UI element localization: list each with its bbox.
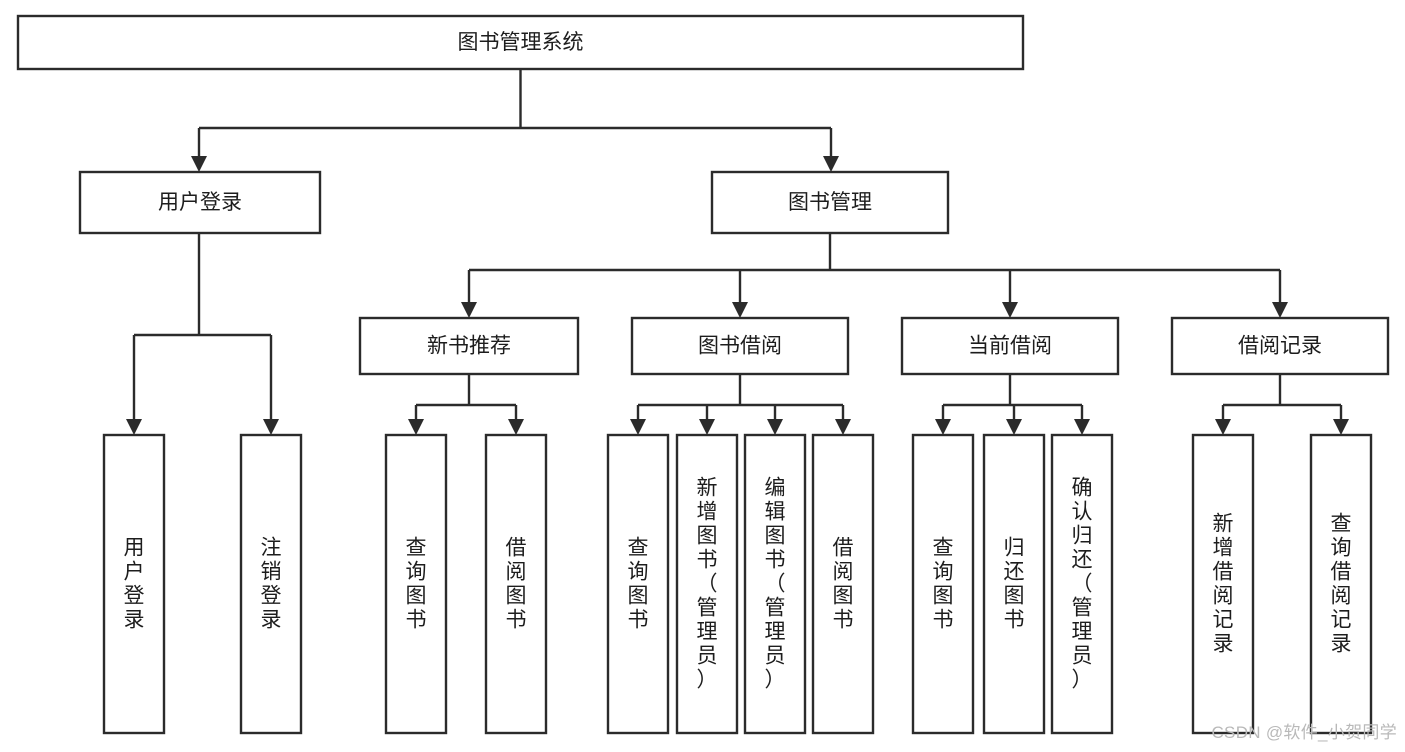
arrow-head-icon — [1006, 419, 1022, 435]
node-label-leaf-borrow-book-recommend: 借阅图书 — [506, 537, 527, 632]
node-box-leaf-borrow-book — [811, 433, 875, 735]
node-leaf-query-book-current[interactable]: 查询图书 — [911, 433, 975, 735]
node-leaf-confirm-return[interactable]: 确认归还（管理员） — [1050, 433, 1114, 735]
node-label-user-login: 用户登录 — [158, 191, 242, 214]
arrow-head-icon — [408, 419, 424, 435]
node-label-leaf-add-book: 新增图书（管理员） — [697, 477, 718, 692]
node-label-leaf-edit-book: 编辑图书（管理员） — [765, 477, 786, 692]
node-box-leaf-return-book — [982, 433, 1046, 735]
node-box-book-borrow — [630, 316, 850, 376]
arrow-head-icon — [935, 419, 951, 435]
node-box-current-borrow — [900, 316, 1120, 376]
arrow-head-icon — [767, 419, 783, 435]
node-box-leaf-query-book-current — [911, 433, 975, 735]
node-box-leaf-query-borrow-record — [1309, 433, 1373, 735]
arrow-head-icon — [461, 302, 477, 318]
node-label-root: 图书管理系统 — [458, 31, 584, 54]
node-box-book-management — [710, 170, 950, 235]
node-box-leaf-borrow-book-recommend — [484, 433, 548, 735]
node-label-leaf-user-login: 用户登录 — [124, 537, 145, 632]
node-box-leaf-confirm-return — [1050, 433, 1114, 735]
arrow-head-icon — [630, 419, 646, 435]
nodes-layer: 图书管理系统用户登录图书管理新书推荐图书借阅当前借阅借阅记录用户登录注销登录查询… — [16, 14, 1390, 735]
node-leaf-return-book[interactable]: 归还图书 — [982, 433, 1046, 735]
node-label-current-borrow: 当前借阅 — [968, 335, 1052, 358]
node-label-leaf-borrow-book: 借阅图书 — [833, 537, 854, 632]
node-label-leaf-logout: 注销登录 — [261, 537, 282, 632]
watermark-label: CSDN @软件_小贺同学 — [1211, 723, 1397, 742]
node-leaf-query-book-recommend[interactable]: 查询图书 — [384, 433, 448, 735]
arrow-head-icon — [126, 419, 142, 435]
arrow-head-icon — [1215, 419, 1231, 435]
node-box-leaf-logout — [239, 433, 303, 735]
node-label-leaf-query-book-recommend: 查询图书 — [406, 537, 427, 632]
node-new-book-recommend[interactable]: 新书推荐 — [358, 316, 580, 376]
arrow-head-icon — [1074, 419, 1090, 435]
node-leaf-add-book[interactable]: 新增图书（管理员） — [675, 433, 739, 735]
node-box-leaf-query-book-borrow — [606, 433, 670, 735]
node-label-book-borrow: 图书借阅 — [698, 335, 782, 358]
arrow-head-icon — [508, 419, 524, 435]
arrow-head-icon — [835, 419, 851, 435]
node-label-leaf-return-book: 归还图书 — [1004, 537, 1025, 632]
node-leaf-borrow-book-recommend[interactable]: 借阅图书 — [484, 433, 548, 735]
node-label-leaf-query-book-current: 查询图书 — [933, 537, 954, 632]
node-box-leaf-user-login — [102, 433, 166, 735]
node-box-leaf-add-book — [675, 433, 739, 735]
arrow-head-icon — [1272, 302, 1288, 318]
node-leaf-borrow-book[interactable]: 借阅图书 — [811, 433, 875, 735]
node-label-leaf-add-borrow-record: 新增借阅记录 — [1213, 513, 1234, 656]
node-user-login[interactable]: 用户登录 — [78, 170, 322, 235]
node-book-borrow[interactable]: 图书借阅 — [630, 316, 850, 376]
node-box-new-book-recommend — [358, 316, 580, 376]
node-leaf-query-borrow-record[interactable]: 查询借阅记录 — [1309, 433, 1373, 735]
node-box-leaf-edit-book — [743, 433, 807, 735]
node-box-leaf-add-borrow-record — [1191, 433, 1255, 735]
arrow-head-icon — [699, 419, 715, 435]
node-leaf-add-borrow-record[interactable]: 新增借阅记录 — [1191, 433, 1255, 735]
node-label-new-book-recommend: 新书推荐 — [427, 335, 511, 358]
node-label-book-management: 图书管理 — [788, 191, 872, 214]
arrow-head-icon — [191, 156, 207, 172]
arrow-head-icon — [1002, 302, 1018, 318]
arrow-head-icon — [732, 302, 748, 318]
connectors-layer — [126, 69, 1349, 435]
node-leaf-query-book-borrow[interactable]: 查询图书 — [606, 433, 670, 735]
node-box-user-login — [78, 170, 322, 235]
node-leaf-logout[interactable]: 注销登录 — [239, 433, 303, 735]
node-label-leaf-query-borrow-record: 查询借阅记录 — [1331, 513, 1352, 656]
node-box-root — [16, 14, 1025, 71]
node-label-borrow-record: 借阅记录 — [1238, 335, 1322, 358]
node-current-borrow[interactable]: 当前借阅 — [900, 316, 1120, 376]
node-leaf-edit-book[interactable]: 编辑图书（管理员） — [743, 433, 807, 735]
node-book-management[interactable]: 图书管理 — [710, 170, 950, 235]
node-label-leaf-confirm-return: 确认归还（管理员） — [1072, 477, 1093, 692]
arrow-head-icon — [823, 156, 839, 172]
node-box-leaf-query-book-recommend — [384, 433, 448, 735]
arrow-head-icon — [263, 419, 279, 435]
node-label-leaf-query-book-borrow: 查询图书 — [628, 537, 649, 632]
arrow-head-icon — [1333, 419, 1349, 435]
node-borrow-record[interactable]: 借阅记录 — [1170, 316, 1390, 376]
node-root[interactable]: 图书管理系统 — [16, 14, 1025, 71]
node-box-borrow-record — [1170, 316, 1390, 376]
node-leaf-user-login[interactable]: 用户登录 — [102, 433, 166, 735]
